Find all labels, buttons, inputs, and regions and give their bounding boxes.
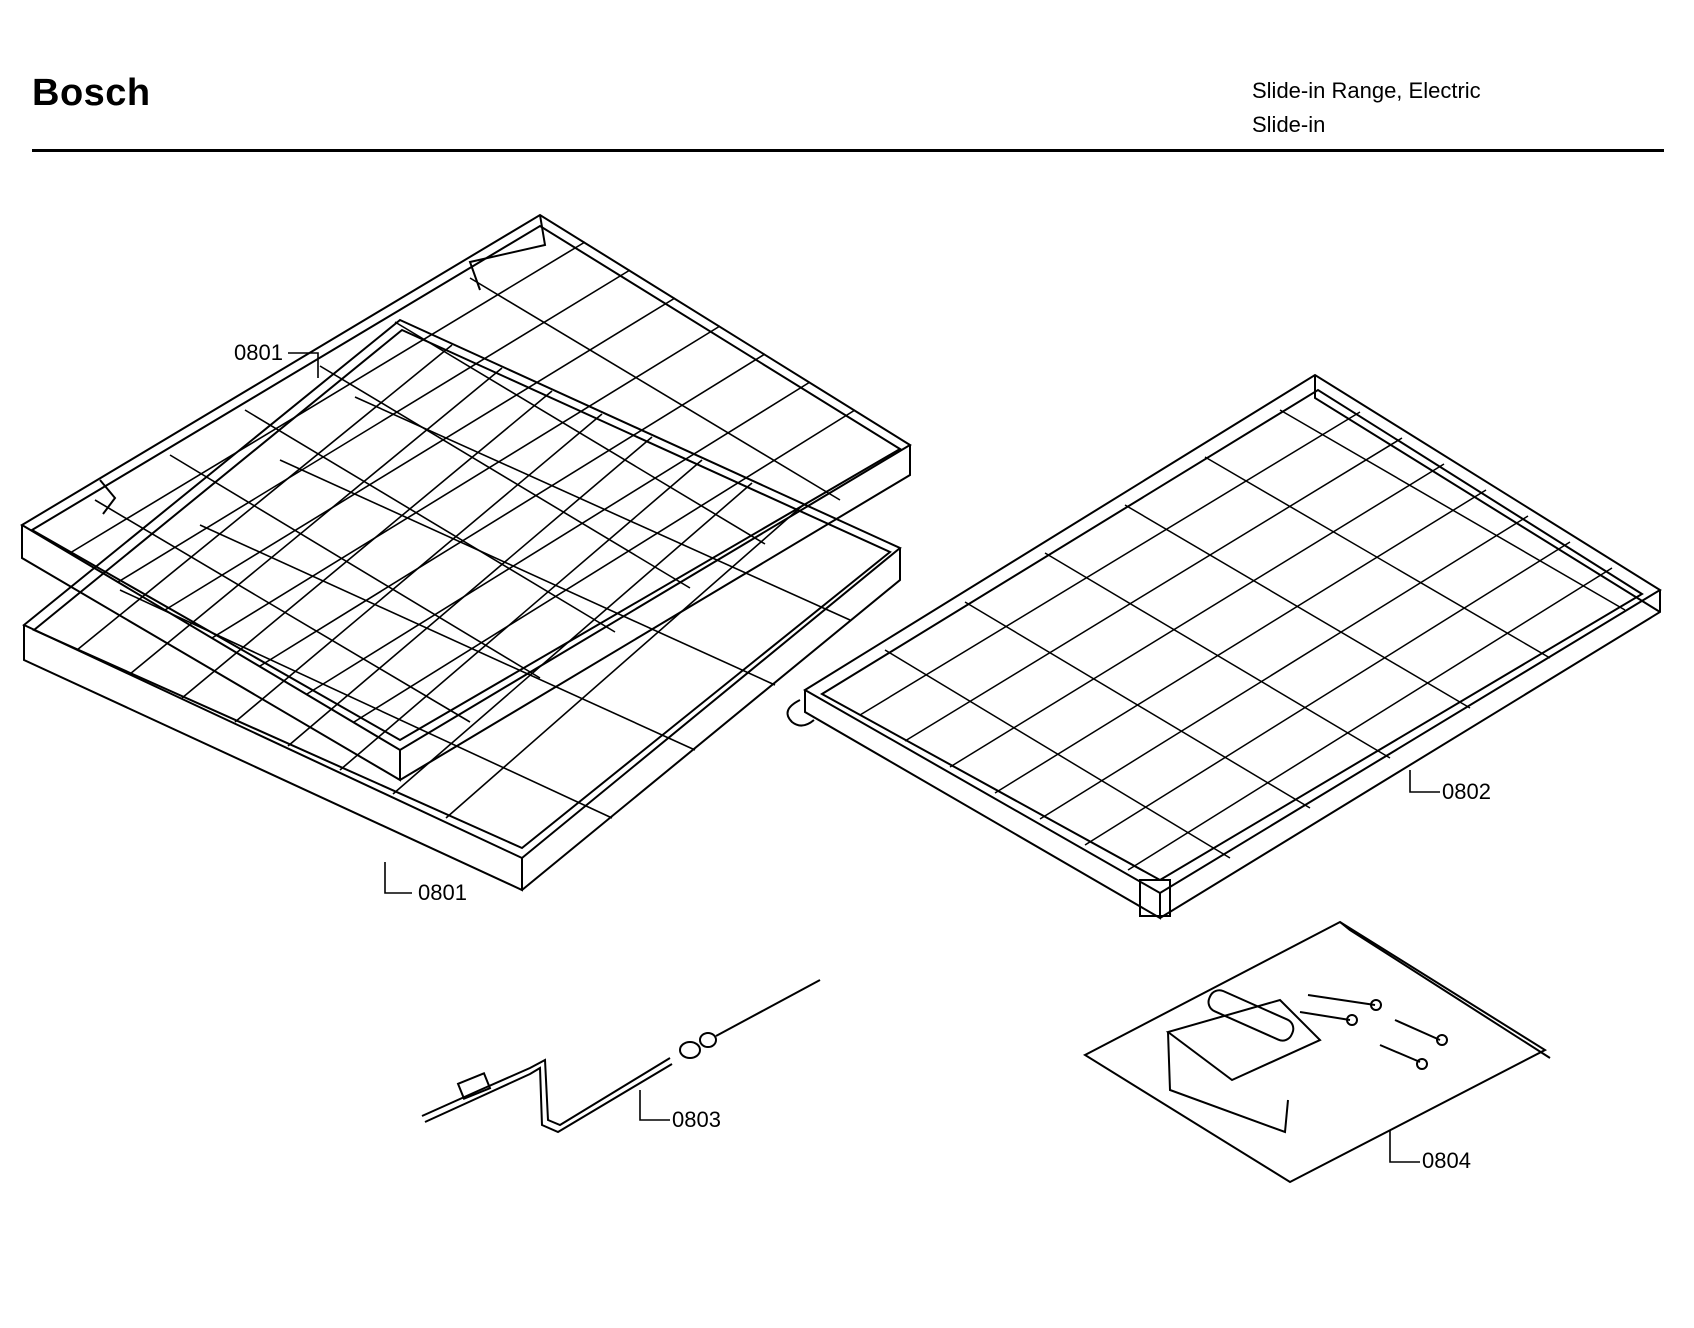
callout-0801-lower: 0801 — [418, 880, 467, 905]
meat-probe — [421, 979, 821, 1134]
leader-line-0802 — [1409, 770, 1440, 793]
leader-line-0803 — [639, 1090, 670, 1121]
brand-logo: Bosch — [32, 72, 151, 114]
callout-0804: 0804 — [1422, 1148, 1471, 1173]
header-divider — [32, 149, 1664, 152]
leader-lines-0801 — [288, 352, 412, 894]
callout-0802: 0802 — [1442, 779, 1491, 804]
telescopic-rack — [786, 373, 1662, 920]
wire-rack-upper — [20, 213, 912, 782]
callout-0801-upper: 0801 — [234, 340, 283, 365]
hardware-kit-bag — [1082, 920, 1551, 1184]
leader-line-0804 — [1389, 1130, 1420, 1163]
product-subtitle: Slide-in — [1252, 112, 1326, 137]
product-title: Slide-in Range, Electric — [1252, 78, 1481, 103]
callout-0803: 0803 — [672, 1107, 721, 1132]
